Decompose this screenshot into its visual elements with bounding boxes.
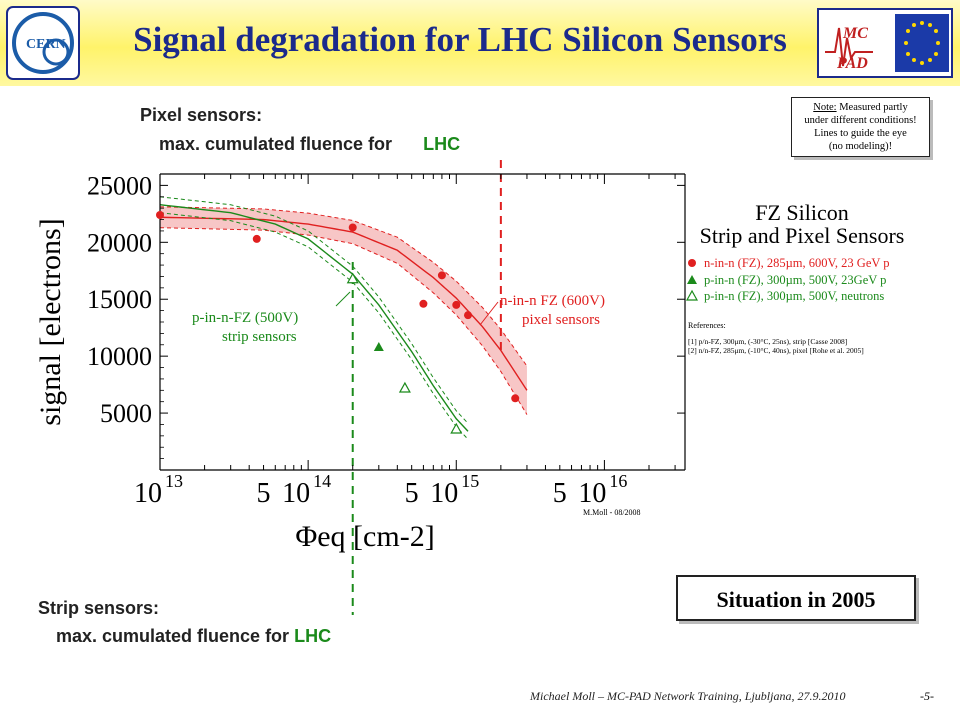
legend-entry: p-in-n (FZ), 300µm, 500V, 23GeV p <box>704 273 886 287</box>
note-line-4: (no modeling)! <box>828 141 893 152</box>
strip-band-lower <box>159 212 469 440</box>
x-tick-label: 5 <box>257 478 271 509</box>
data-point <box>437 271 446 280</box>
data-point <box>373 342 384 352</box>
pixel-curve-label-2: pixel sensors <box>522 312 600 328</box>
cern-logo: CERN <box>6 6 80 80</box>
data-point <box>398 381 411 393</box>
y-tick-label: 15000 <box>87 285 152 314</box>
situation-box: Situation in 2005 <box>676 575 916 621</box>
x-tick-label: 10 <box>578 478 606 509</box>
legend-entry: p-in-n (FZ), 300µm, 500V, neutrons <box>704 289 884 303</box>
strip-lhc-text: LHC <box>294 626 332 646</box>
x-tick-label: 5 <box>405 478 419 509</box>
data-point <box>450 422 463 434</box>
legend-marker <box>688 259 696 267</box>
mc-pad-logo-top: MC <box>842 25 868 42</box>
data-point <box>348 223 357 232</box>
legend-title-2: Strip and Pixel Sensors <box>700 223 905 248</box>
x-tick-exponent: 15 <box>461 471 479 491</box>
data-point <box>511 394 520 403</box>
pixel-sensors-label: Pixel sensors: <box>140 105 263 125</box>
data-point <box>419 299 428 308</box>
strip-band-upper <box>159 196 469 424</box>
pixel-band-fill <box>160 206 527 415</box>
legend-marker <box>685 289 699 301</box>
pixel-band-lower <box>159 227 528 415</box>
pixel-fluence-label: max. cumulated fluence for LHC <box>159 134 460 155</box>
chart-credit: M.Moll - 08/2008 <box>583 508 641 517</box>
data-point <box>463 311 472 320</box>
reference-entry: [2] n/n-FZ, 285μm, (-10°C, 40ns), pixel … <box>688 346 864 355</box>
x-tick-exponent: 14 <box>313 471 331 491</box>
note-box: Note: Measured partly under different co… <box>791 97 930 157</box>
x-tick-exponent: 13 <box>165 471 183 491</box>
legend-marker <box>687 275 697 284</box>
note-line-1: Note: Measured partly <box>792 101 929 114</box>
mc-pad-logo-bottom: PAD <box>836 55 868 72</box>
strip-curve <box>159 204 469 432</box>
pixel-curve <box>159 216 528 391</box>
pixel-band-upper <box>159 206 528 367</box>
strip-label-pointer <box>335 291 351 307</box>
strip-fluence-text: max. cumulated fluence for <box>56 626 290 646</box>
pixel-error-band <box>159 206 528 415</box>
y-tick-label: 20000 <box>87 228 152 257</box>
page-title: Signal degradation for LHC Silicon Senso… <box>133 20 787 59</box>
lhc-markers <box>351 160 502 615</box>
y-axis-label: signal [electrons] <box>34 218 67 425</box>
pixel-fluence-text: max. cumulated fluence for <box>159 134 393 154</box>
chart-axes <box>159 173 686 471</box>
strip-sensors-label: Strip sensors: <box>38 598 160 618</box>
note-title: Note: <box>813 102 837 113</box>
strip-fluence-label: max. cumulated fluence for LHC <box>56 626 331 647</box>
page-number: -5- <box>920 689 934 703</box>
eu-stars <box>904 21 940 65</box>
x-tick-label: 5 <box>553 478 567 509</box>
pixel-lhc-text: LHC <box>423 134 461 154</box>
pixel-label-pointer <box>479 301 499 326</box>
data-points <box>156 210 699 434</box>
legend-title-1: FZ Silicon <box>755 200 849 225</box>
note-text-1: Measured partly <box>839 102 908 113</box>
x-axis-label: Φeq [cm-2] <box>295 520 434 553</box>
x-tick-label: 10 <box>134 478 162 509</box>
data-point <box>346 272 359 284</box>
reference-entry: [1] p/n-FZ, 300μm, (-30°C, 25ns), strip … <box>688 337 847 346</box>
cern-logo-text: CERN <box>26 37 66 52</box>
x-tick-label: 10 <box>282 478 310 509</box>
pixel-curve-label-1: n-in-n FZ (600V) <box>500 293 605 309</box>
header-band <box>0 0 960 86</box>
references-title: References: <box>688 321 726 330</box>
y-tick-label: 10000 <box>87 342 152 371</box>
x-tick-label: 10 <box>430 478 458 509</box>
note-line-3: Lines to guide the eye <box>814 128 907 139</box>
y-tick-label: 5000 <box>100 399 152 428</box>
footer-text: Michael Moll – MC-PAD Network Training, … <box>530 689 846 703</box>
strip-curve-label-1: p-in-n-FZ (500V) <box>192 310 298 326</box>
note-line-2: under different conditions! <box>804 115 917 126</box>
legend-entry: n-in-n (FZ), 285µm, 600V, 23 GeV p <box>704 256 890 270</box>
y-tick-label: 25000 <box>87 171 152 200</box>
strip-curve-label-2: strip sensors <box>222 329 297 345</box>
guide-curves <box>159 196 528 440</box>
data-point <box>252 234 261 243</box>
data-point <box>452 300 461 309</box>
mc-pad-logo: MC PAD <box>817 8 953 78</box>
data-point <box>156 210 164 219</box>
x-tick-exponent: 16 <box>609 471 627 491</box>
